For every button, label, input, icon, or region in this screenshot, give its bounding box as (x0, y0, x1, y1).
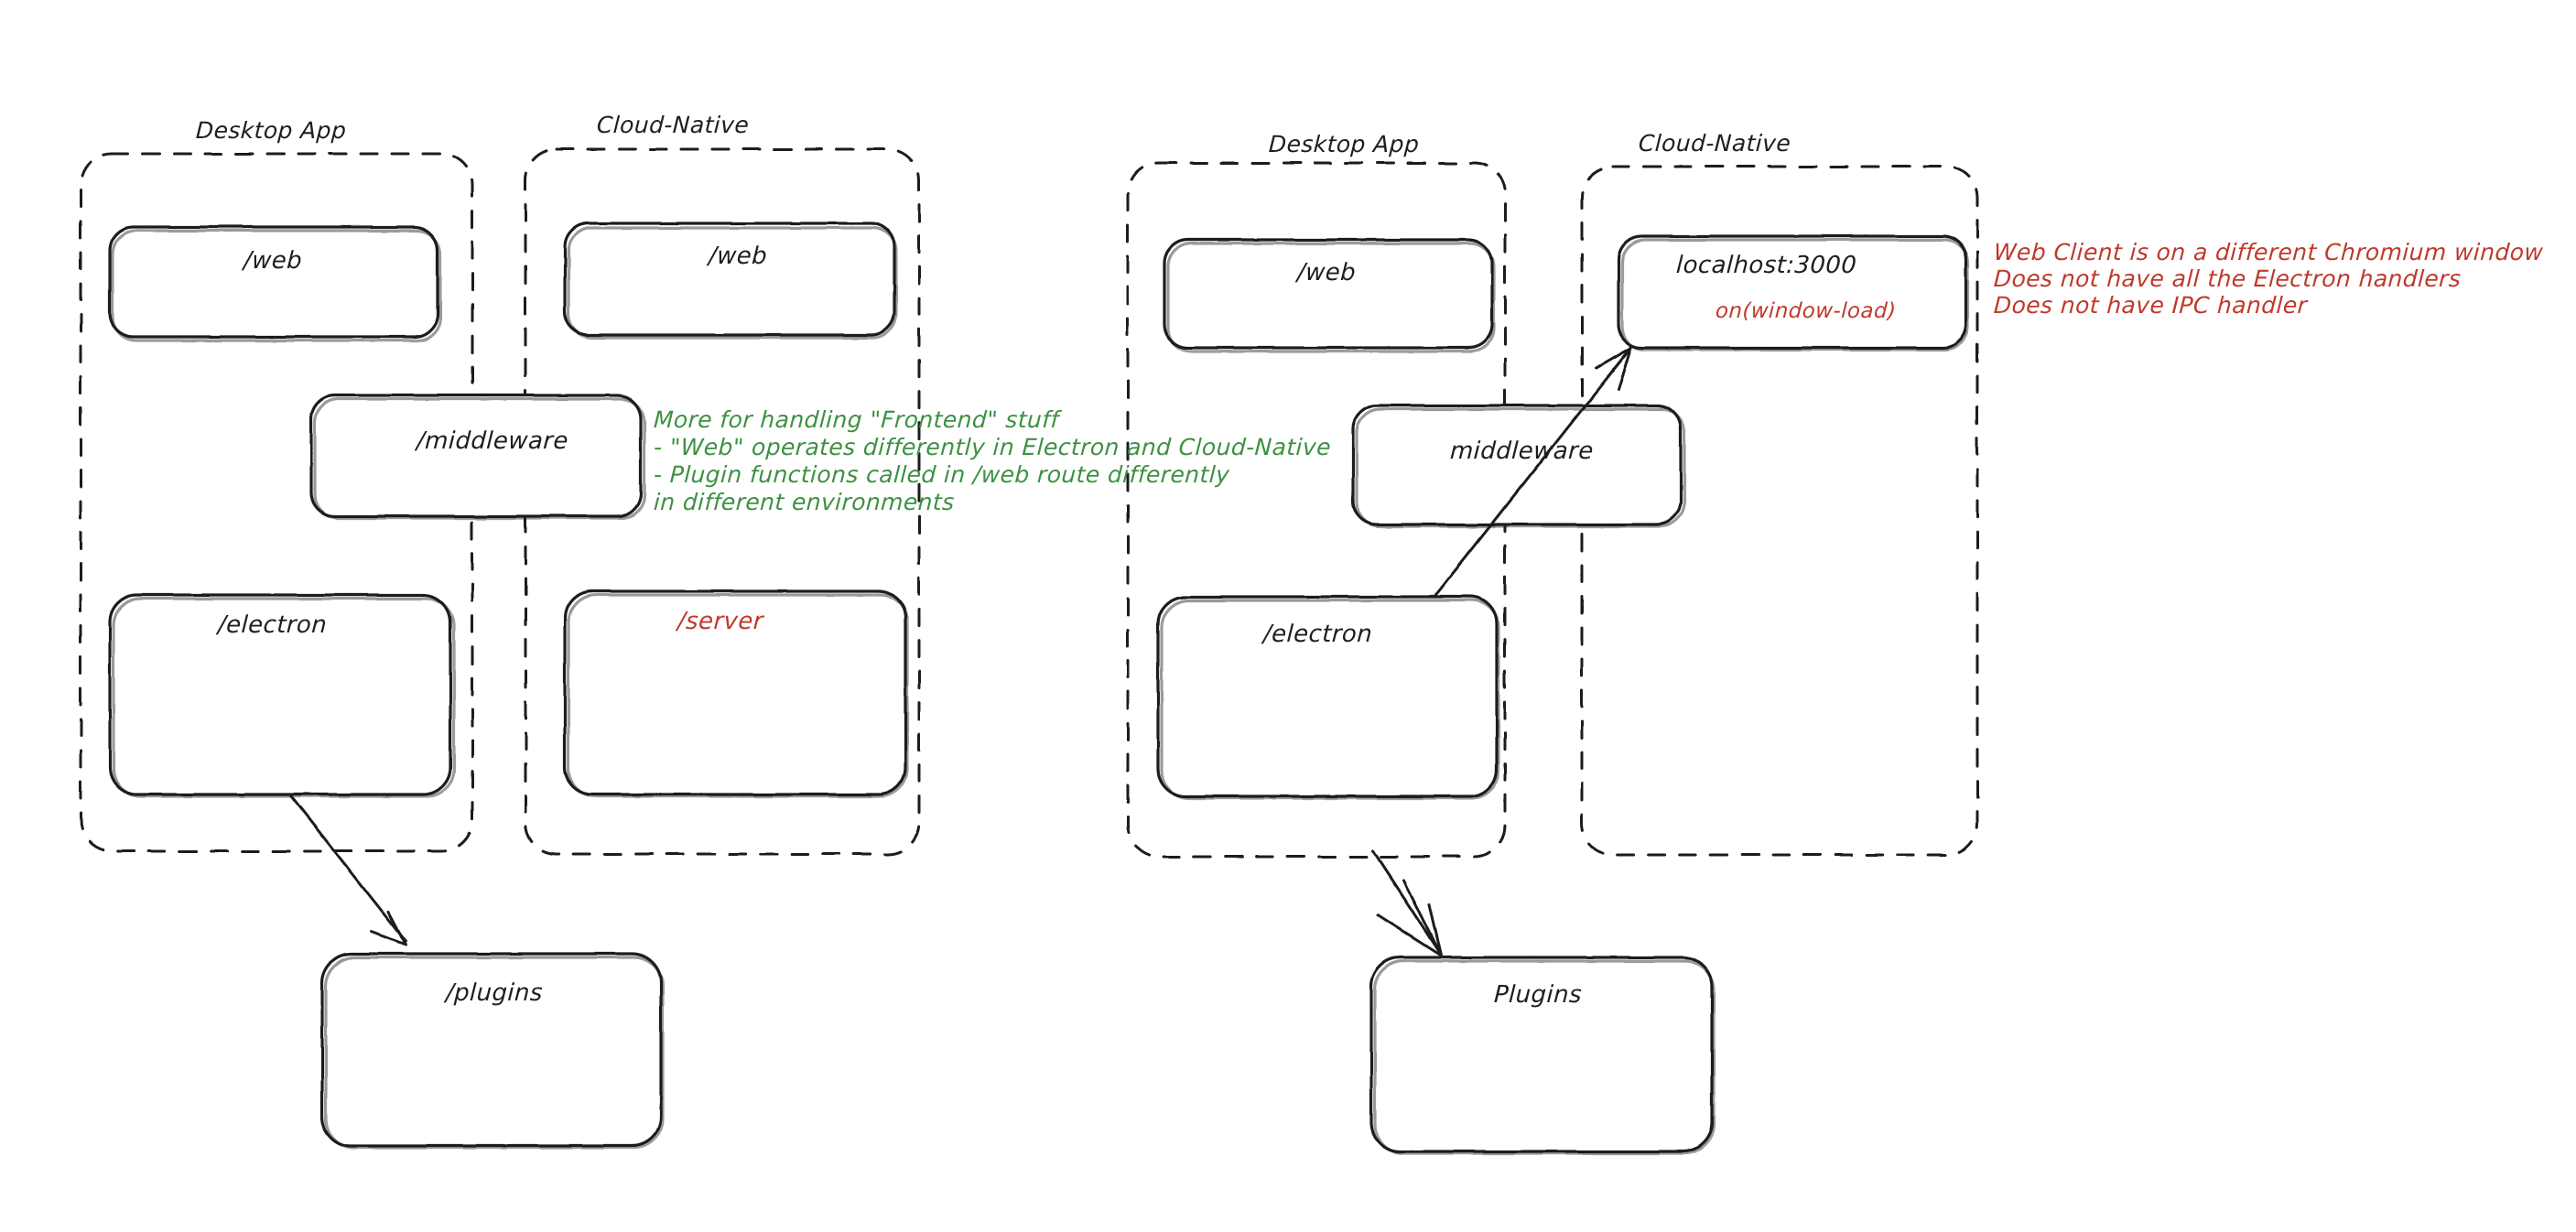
node-left-server-hit[interactable] (565, 591, 905, 794)
arrow-left-electron-to-plugins (289, 794, 407, 946)
group-label-left-cloud-native: Cloud-Native (596, 112, 750, 138)
node-right-localhost[interactable] (1617, 234, 1968, 350)
node-left-plugins-hit[interactable] (322, 954, 661, 1146)
node-left-electron-hit[interactable] (110, 595, 450, 794)
group-label-left-desktop-app: Desktop App (195, 117, 348, 144)
node-right-electron-hit[interactable] (1158, 597, 1497, 796)
frontend-note-line-2: - "Web" operates differently in Electron… (653, 434, 1332, 460)
node-right-middleware-hit[interactable] (1353, 405, 1681, 524)
annotation-frontend-note: More for handling "Frontend" stuff - "We… (653, 406, 1332, 516)
node-right-web-desktop[interactable] (1163, 238, 1494, 350)
annotation-web-client-note: Web Client is on a different Chromium wi… (1993, 239, 2545, 319)
node-right-plugins-hit[interactable] (1371, 957, 1712, 1151)
node-left-plugins[interactable] (320, 952, 663, 1148)
node-left-web-desktop[interactable] (108, 225, 439, 339)
group-label-right-desktop-app: Desktop App (1268, 131, 1421, 157)
node-left-electron[interactable] (108, 593, 452, 796)
web-client-note-line-3: Does not have IPC handler (1993, 292, 2309, 319)
node-left-web-desktop-hit[interactable] (110, 227, 438, 337)
node-left-server[interactable] (563, 589, 907, 796)
frontend-note-line-1: More for handling "Frontend" stuff (653, 406, 1060, 433)
node-right-web-desktop-hit[interactable] (1164, 240, 1492, 348)
arrow-right-electron-to-localhost (1434, 346, 1633, 597)
node-right-plugins[interactable] (1369, 956, 1714, 1153)
group-border-right-desktop-app (1126, 161, 1507, 859)
frontend-note-line-3: - Plugin functions called in /web route … (653, 461, 1231, 488)
arrow-right-electron-to-plugins (1371, 849, 1443, 957)
web-client-note-line-2: Does not have all the Electron handlers (1993, 265, 2462, 292)
node-left-middleware[interactable] (309, 394, 643, 518)
node-left-middleware-hit[interactable] (311, 395, 641, 516)
node-right-localhost-hit[interactable] (1618, 236, 1966, 348)
node-left-web-cloud[interactable] (563, 222, 896, 337)
node-left-web-cloud-hit[interactable] (565, 223, 894, 335)
web-client-note-line-1: Web Client is on a different Chromium wi… (1993, 239, 2545, 265)
node-right-middleware[interactable] (1351, 404, 1683, 526)
node-right-electron[interactable] (1156, 595, 1499, 798)
frontend-note-line-4: in different environments (653, 489, 956, 515)
group-label-right-cloud-native: Cloud-Native (1638, 130, 1791, 157)
